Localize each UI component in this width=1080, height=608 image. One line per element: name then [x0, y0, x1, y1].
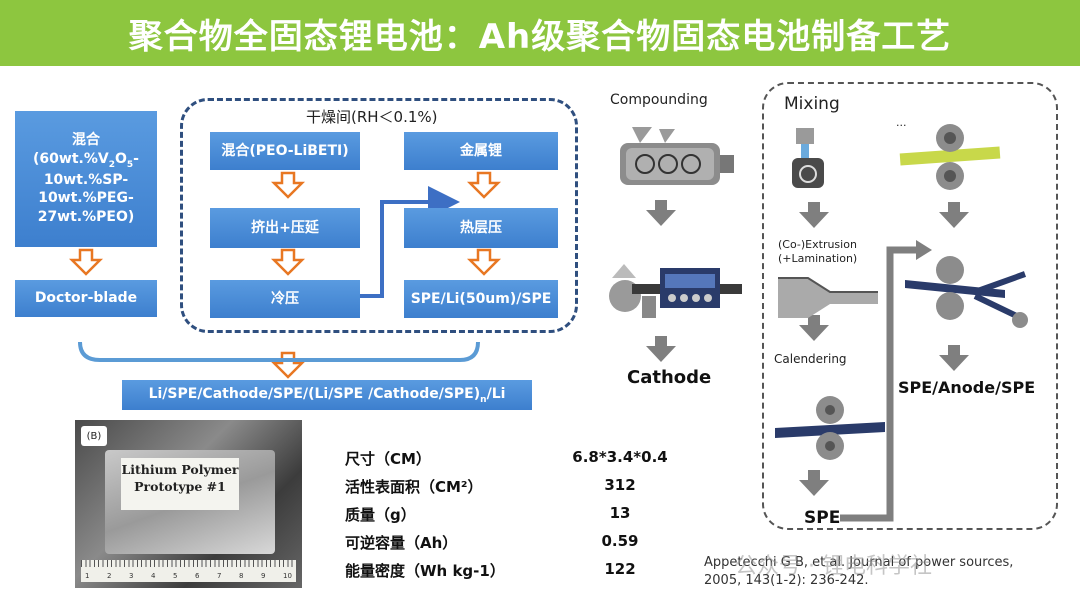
title-banner: 聚合物全固态锂电池：Ah级聚合物固态电池制备工艺 [0, 0, 1080, 66]
prototype-photo: (B) Lithium Polymer Prototype #1 1 2 3 4 5 6 7… [75, 420, 302, 588]
down-arrow-icon [466, 248, 502, 276]
ruler-tick: 4 [151, 572, 156, 580]
down-arrow-icon [799, 315, 829, 341]
down-arrow-icon [646, 336, 676, 362]
cathode-machine-icon [609, 264, 742, 318]
cathode-label: Cathode [627, 367, 712, 388]
compounding-label: Compounding [610, 92, 708, 108]
calendering-label: Calendering [774, 352, 847, 366]
ruler: 1 2 3 4 5 6 7 8 9 10 [81, 560, 296, 582]
spec-key: 尺寸（CM） [345, 450, 431, 468]
cold-press-box: 冷压 [210, 280, 360, 318]
spec-key: 可逆容量（Ah） [345, 534, 458, 552]
compounding-machine-icon [620, 127, 734, 185]
spec-value: 6.8*3.4*0.4 [572, 448, 668, 466]
stack-result-box: Li/SPE/Cathode/SPE/(Li/SPE /Cathode/SPE)… [122, 380, 532, 410]
spe-label: SPE [804, 508, 841, 528]
spec-row: 尺寸（CM） 6.8*3.4*0.4 [345, 448, 668, 470]
orange-arrows [68, 171, 502, 379]
extrusion-label: (Co-)Extrusion(+Lamination) [778, 238, 858, 266]
spec-key: 能量密度（Wh kg-1） [345, 562, 505, 580]
spec-value: 13 [609, 504, 631, 522]
spec-row: 可逆容量（Ah） 0.59 [345, 532, 665, 554]
ruler-tick: 5 [173, 572, 178, 580]
mix-box-line: 10wt.%SP- [43, 171, 129, 188]
ellipsis-label: ... [896, 116, 907, 129]
spec-value: 0.59 [601, 532, 639, 550]
hot-laminate-box: 热层压 [404, 208, 558, 248]
calender-roller-icon [775, 396, 885, 460]
dry-room-label: 干燥间(RH＜0.1%) [306, 108, 438, 126]
extrude-box: 挤出+压延 [210, 208, 360, 248]
photo-tag: (B) [81, 426, 107, 446]
extrusion-die-icon [778, 277, 878, 318]
gray-arrows [646, 200, 969, 496]
spec-key: 活性表面积（CM²） [345, 478, 483, 496]
ruler-tick: 2 [107, 572, 112, 580]
reference-citation: Appetecchi G B, et al. Journal of power … [704, 555, 1014, 589]
down-arrow-icon [799, 202, 829, 228]
dry-room-container [180, 98, 578, 333]
down-arrow-icon [270, 351, 306, 379]
ruler-tick: 7 [217, 572, 222, 580]
down-arrow-icon [68, 248, 104, 276]
mix-box-line: 27wt.%PEO) [37, 209, 135, 226]
spec-row: 质量（g） 13 [345, 504, 665, 526]
mix-box-formula: (60wt.%V2O5- [33, 150, 139, 170]
spec-row: 能量密度（Wh kg-1） 122 [345, 560, 665, 582]
down-arrow-icon [270, 248, 306, 276]
gray-return-line [840, 246, 918, 522]
spec-value: 122 [604, 560, 636, 578]
mix-box-line: 10wt.%PEG- [38, 190, 134, 207]
laminator-icon [905, 256, 1028, 328]
ruler-tick: 6 [195, 572, 200, 580]
spec-key: 质量（g） [345, 506, 416, 524]
down-arrow-icon [270, 171, 306, 199]
mix-cathode-box: 混合 (60wt.%V2O5- 10wt.%SP- 10wt.%PEG- 27w… [15, 111, 157, 247]
ruler-tick: 1 [85, 572, 90, 580]
down-arrow-icon [799, 470, 829, 496]
ruler-tick: 8 [239, 572, 244, 580]
down-arrow-icon [466, 171, 502, 199]
mixing-container [762, 82, 1058, 530]
spe-anode-spe-label: SPE/Anode/SPE [898, 378, 1036, 397]
down-arrow-icon [646, 200, 676, 226]
prototype-label: Lithium Polymer Prototype #1 [121, 458, 239, 510]
spec-value: 312 [604, 476, 636, 494]
mixer-icon [792, 128, 824, 188]
mix-peo-box: 混合(PEO-LiBETI) [210, 132, 360, 170]
spe-li-spe-box: SPE/Li(50um)/SPE [404, 280, 558, 318]
ruler-tick: 3 [129, 572, 134, 580]
down-arrow-icon [939, 202, 969, 228]
page-title: 聚合物全固态锂电池：Ah级聚合物固态电池制备工艺 [128, 16, 952, 57]
ruler-tick: 9 [261, 572, 266, 580]
spec-row: 活性表面积（CM²） 312 [345, 476, 665, 498]
watermark: 公众号 · 锂电科学社 [735, 554, 932, 579]
ruler-tick: 10 [283, 572, 292, 580]
mix-box-title: 混合 [72, 131, 100, 148]
doctor-blade-box: Doctor-blade [15, 280, 157, 317]
down-arrow-icon [939, 345, 969, 371]
merge-bracket [78, 341, 480, 362]
blue-connector [360, 186, 460, 298]
mixing-label: Mixing [784, 94, 840, 114]
li-metal-box: 金属锂 [404, 132, 558, 170]
roller-icon [899, 124, 1001, 190]
